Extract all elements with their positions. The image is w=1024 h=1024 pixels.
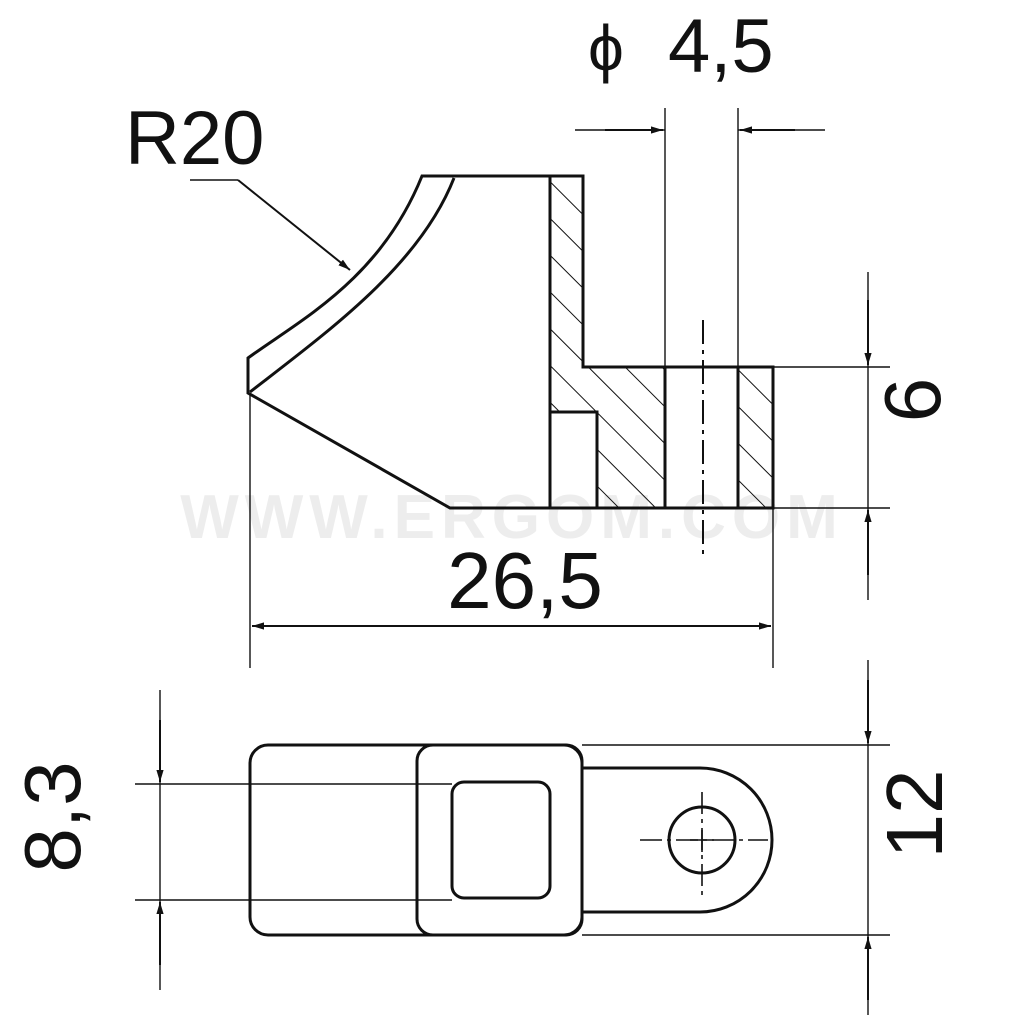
diameter-label: 4,5 bbox=[668, 4, 774, 89]
dimension-lines-top bbox=[135, 660, 890, 1015]
radius-label: R20 bbox=[125, 96, 264, 181]
r20-leader bbox=[237, 179, 351, 271]
height-label: 6 bbox=[868, 378, 957, 423]
section-hatch-upper bbox=[550, 178, 665, 508]
side-outline bbox=[246, 174, 775, 510]
total-width-label: 12 bbox=[870, 770, 959, 859]
dimension-lines-side bbox=[190, 108, 890, 668]
top-window bbox=[450, 780, 552, 900]
r20-surface-edge bbox=[249, 177, 456, 394]
inner-notch bbox=[550, 410, 599, 508]
side-view bbox=[246, 174, 775, 510]
top-tab bbox=[582, 766, 774, 914]
section-hatch-right bbox=[738, 367, 773, 508]
length-label: 26,5 bbox=[447, 536, 603, 625]
top-block bbox=[415, 743, 584, 937]
diameter-symbol: ϕ bbox=[588, 12, 624, 84]
watermark: WWW.ERGOM.COM bbox=[180, 483, 843, 552]
width-label: 8,3 bbox=[8, 761, 97, 872]
top-hole-center-mark bbox=[690, 830, 714, 852]
